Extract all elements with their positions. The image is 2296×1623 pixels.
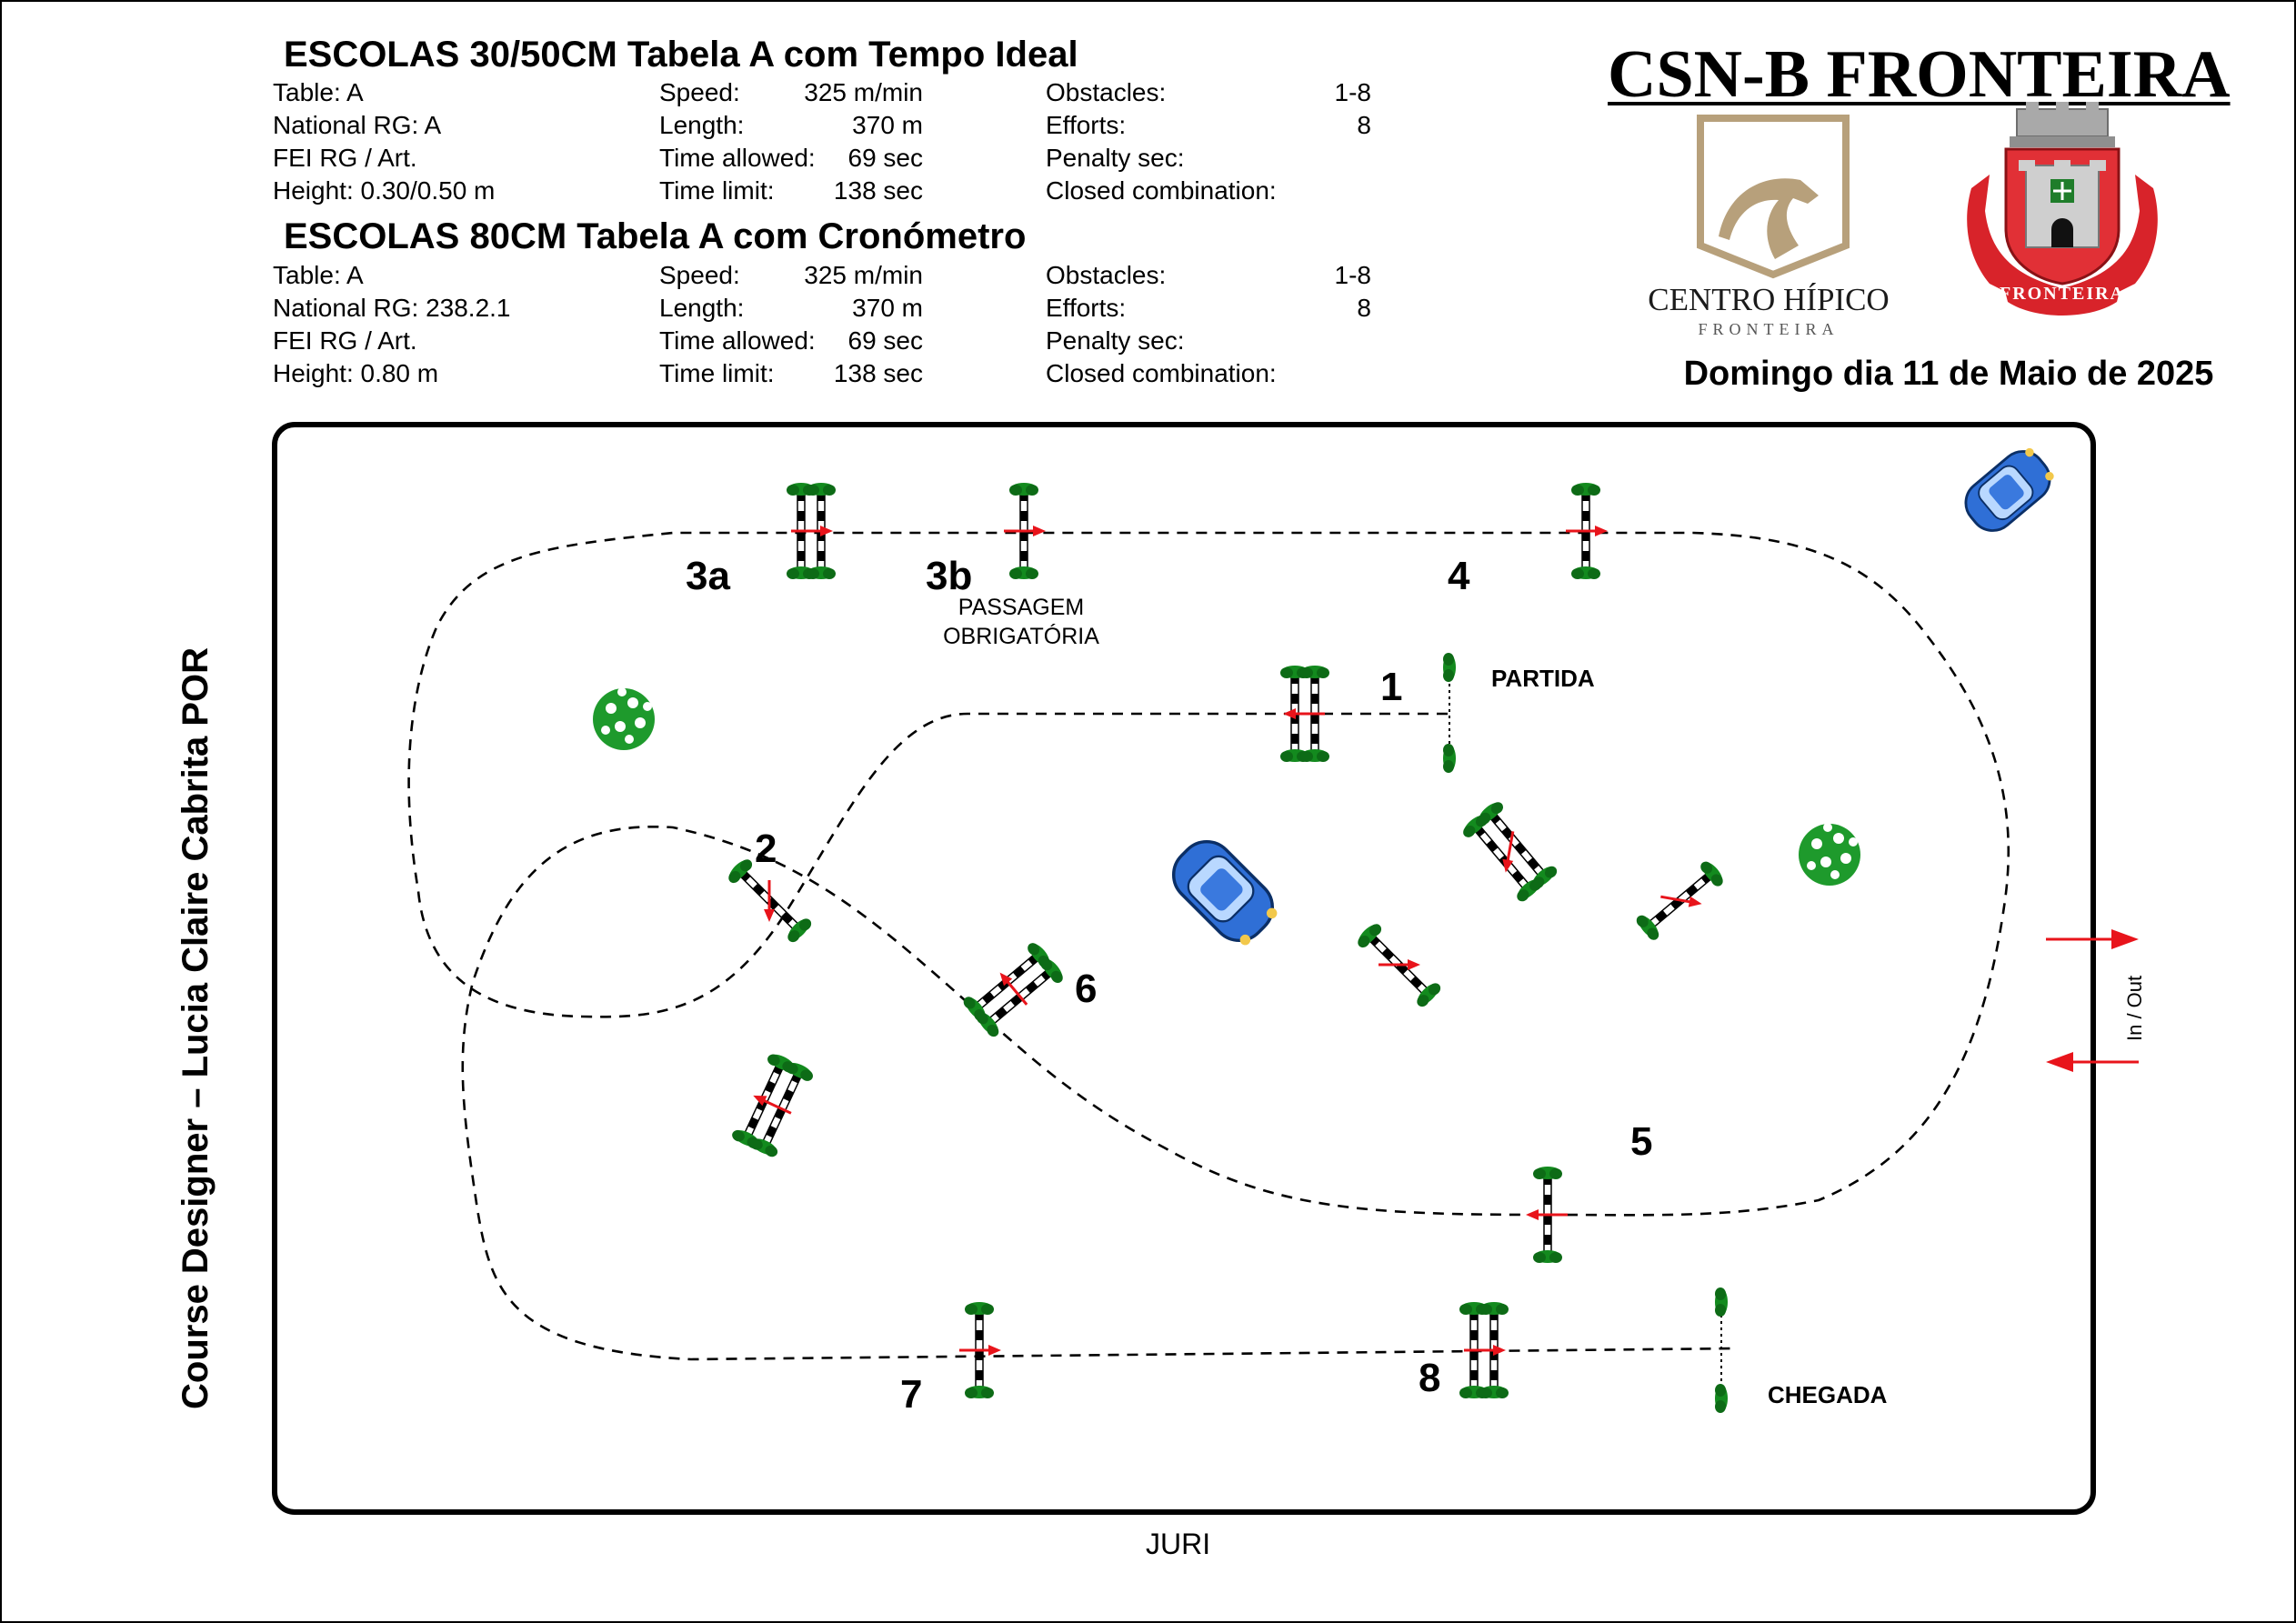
obstacle-number: 1 xyxy=(1380,665,1402,709)
competition-1-col2-values: 325 m/min 370 m 69 sec 138 sec xyxy=(777,76,923,207)
obstacle-number: 3a xyxy=(686,554,730,598)
competition-2-fei-rg: FEI RG / Art. xyxy=(273,326,417,355)
closed-combination-label: Closed combination: xyxy=(1046,176,1277,205)
competition-2-national-rg: National RG: 238.2.1 xyxy=(273,294,511,322)
competition-1-col1: Table: A National RG: A FEI RG / Art. He… xyxy=(273,76,495,207)
competition-1-col3-values: 1-8 8 xyxy=(1273,76,1371,142)
efforts-value: 8 xyxy=(1357,111,1371,139)
shrub-icon xyxy=(593,687,655,750)
spare-obstacle xyxy=(1352,917,1447,1012)
obstacles-value: 1-8 xyxy=(1334,78,1371,106)
competition-2-col2-values: 325 m/min 370 m 69 sec 138 sec xyxy=(777,259,923,390)
competition-2-col3-labels: Obstacles: Efforts: Penalty sec: Closed … xyxy=(1046,259,1277,390)
in-out-arrows-icon xyxy=(2046,929,2139,1072)
time-limit-label: Time limit: xyxy=(659,176,775,205)
speed-value: 325 m/min xyxy=(804,78,923,106)
judge-label: JURI xyxy=(1146,1528,1211,1560)
obstacle-5 xyxy=(1524,1167,1569,1263)
obstacle-number: 2 xyxy=(755,827,777,871)
club-logo-subtext: FRONTEIRA xyxy=(1698,320,1840,338)
competition-1-fei-rg: FEI RG / Art. xyxy=(273,144,417,172)
penalty-sec-label: Penalty sec: xyxy=(1046,326,1185,355)
time-allowed-value: 69 sec xyxy=(847,144,924,172)
finish-marker-icon xyxy=(1715,1287,1728,1317)
obstacles-value: 1-8 xyxy=(1334,261,1371,289)
obstacle-number: 5 xyxy=(1630,1119,1652,1164)
competition-1-height: Height: 0.30/0.50 m xyxy=(273,176,496,205)
course-designer: Course Designer – Lucia Claire Cabrita P… xyxy=(175,646,216,1409)
obstacle-1 xyxy=(1280,666,1329,762)
spare-obstacle xyxy=(730,1051,816,1159)
fronteira-crest-icon xyxy=(1967,102,2158,316)
shrub-icon xyxy=(1799,823,1860,886)
car-icon xyxy=(1955,440,2061,542)
length-label: Length: xyxy=(659,294,745,322)
spare-obstacle xyxy=(1631,855,1730,947)
speed-value: 325 m/min xyxy=(804,261,923,289)
finish-label: CHEGADA xyxy=(1768,1381,1888,1408)
time-allowed-label: Time allowed: xyxy=(659,326,816,355)
start-marker-icon xyxy=(1443,653,1456,682)
in-out-label: In / Out xyxy=(2123,975,2146,1041)
mandatory-passage-line1: PASSAGEM xyxy=(958,595,1084,620)
obstacle-3b xyxy=(1002,483,1048,579)
penalty-sec-label: Penalty sec: xyxy=(1046,144,1185,172)
competition-2-height: Height: 0.80 m xyxy=(273,359,439,387)
competition-2-col1: Table: A National RG: 238.2.1 FEI RG / A… xyxy=(273,259,511,390)
obstacle-number: 4 xyxy=(1448,554,1470,598)
competition-2-col2-labels: Speed: Length: Time allowed: Time limit: xyxy=(659,259,816,390)
car-icon xyxy=(1160,828,1287,955)
event-date: Domingo dia 11 de Maio de 2025 xyxy=(1683,355,2214,393)
obstacle-number: 6 xyxy=(1075,967,1097,1011)
obstacles-label: Obstacles: xyxy=(1046,78,1167,106)
horse-shield-logo-icon xyxy=(1697,115,1850,279)
finish-marker-icon xyxy=(1715,1384,1728,1413)
club-logo-text: CENTRO HÍPICO xyxy=(1648,282,1890,317)
competition-1-col3-labels: Obstacles: Efforts: Penalty sec: Closed … xyxy=(1046,76,1277,207)
competition-1-national-rg: National RG: A xyxy=(273,111,442,139)
length-value: 370 m xyxy=(852,111,923,139)
competition-1-title: ESCOLAS 30/50CM Tabela A com Tempo Ideal xyxy=(284,35,1078,75)
competition-2-table: Table: A xyxy=(273,261,364,289)
obstacle-number: 3b xyxy=(926,554,972,598)
efforts-value: 8 xyxy=(1357,294,1371,322)
competition-1-table: Table: A xyxy=(273,78,364,106)
speed-label: Speed: xyxy=(659,78,740,106)
obstacle-number: 8 xyxy=(1419,1356,1440,1400)
efforts-label: Efforts: xyxy=(1046,294,1127,322)
crest-banner-text: FRONTEIRA xyxy=(1999,284,2125,304)
obstacle-7 xyxy=(958,1302,1003,1398)
start-marker-icon xyxy=(1443,744,1456,773)
time-allowed-label: Time allowed: xyxy=(659,144,816,172)
obstacle-8 xyxy=(1459,1302,1509,1398)
length-value: 370 m xyxy=(852,294,923,322)
efforts-label: Efforts: xyxy=(1046,111,1127,139)
event-name: CSN-B FRONTEIRA xyxy=(1608,37,2231,112)
time-allowed-value: 69 sec xyxy=(847,326,924,355)
obstacle-3a xyxy=(787,483,836,579)
length-label: Length: xyxy=(659,111,745,139)
spare-obstacle xyxy=(1459,798,1559,904)
course-track xyxy=(407,531,2010,1361)
time-limit-value: 138 sec xyxy=(833,359,923,387)
time-limit-label: Time limit: xyxy=(659,359,775,387)
arena-boundary xyxy=(272,422,2096,1515)
competition-2-title: ESCOLAS 80CM Tabela A com Cronómetro xyxy=(284,216,1027,256)
obstacle-6 xyxy=(961,939,1067,1039)
obstacle-number: 7 xyxy=(900,1372,922,1417)
obstacles-label: Obstacles: xyxy=(1046,261,1167,289)
time-limit-value: 138 sec xyxy=(833,176,923,205)
mandatory-passage-line2: OBRIGATÓRIA xyxy=(943,623,1099,649)
competition-2-col3-values: 1-8 8 xyxy=(1273,259,1371,325)
obstacle-4 xyxy=(1564,483,1609,579)
competition-1-col2-labels: Speed: Length: Time allowed: Time limit: xyxy=(659,76,816,207)
closed-combination-label: Closed combination: xyxy=(1046,359,1277,387)
speed-label: Speed: xyxy=(659,261,740,289)
start-label: PARTIDA xyxy=(1491,665,1595,692)
